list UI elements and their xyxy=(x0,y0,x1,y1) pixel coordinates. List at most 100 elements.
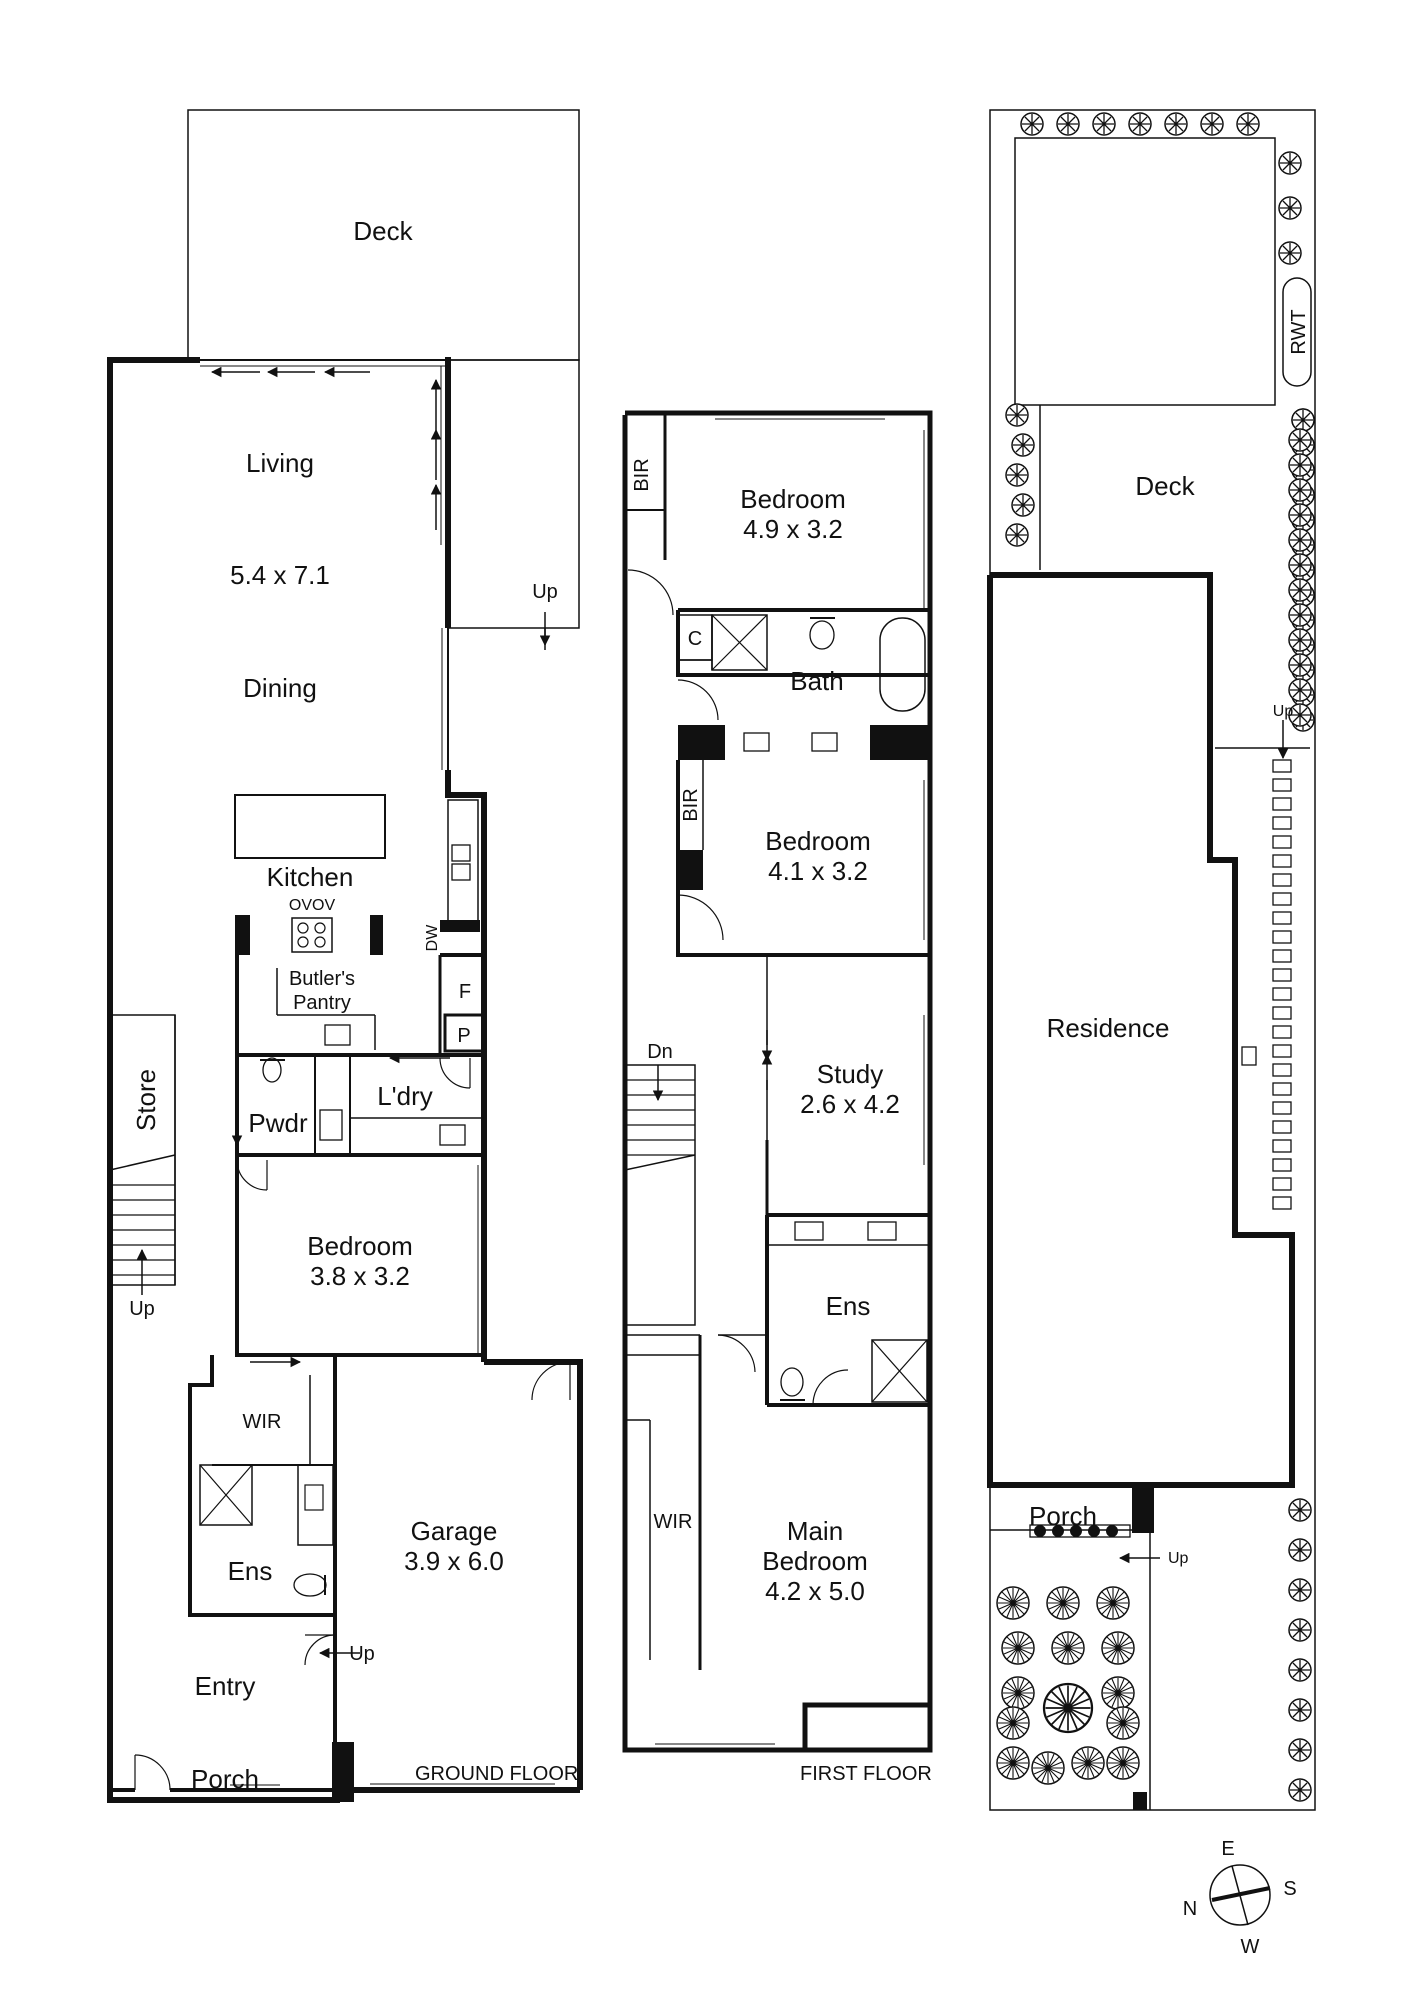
study-dims: 2.6 x 4.2 xyxy=(800,1089,900,1119)
first-bir2-label: BIR xyxy=(680,788,702,821)
large-tree-icon xyxy=(1042,1682,1094,1734)
site-boundary xyxy=(989,109,1316,1811)
paver-step xyxy=(1272,930,1292,944)
shrub-icon xyxy=(1001,1631,1035,1665)
site-porch-label: Porch xyxy=(1029,1501,1097,1531)
paver-step xyxy=(1272,1139,1292,1153)
paver-step xyxy=(1272,1177,1292,1191)
shrub-icon xyxy=(1106,1706,1140,1740)
entry-up-label: Up xyxy=(349,1643,375,1665)
powder-label: Pwdr xyxy=(248,1108,308,1138)
paver-step xyxy=(1272,816,1292,830)
tree-icon xyxy=(1288,1658,1312,1682)
porch-bollard-icon xyxy=(1052,1525,1064,1537)
tree-icon xyxy=(1288,1498,1312,1522)
shrub-icon xyxy=(996,1706,1030,1740)
compass-south: S xyxy=(1283,1878,1296,1900)
ground-deck-label: Deck xyxy=(353,216,413,246)
ground-wir-label: WIR xyxy=(243,1411,282,1433)
shrub-icon xyxy=(1051,1631,1085,1665)
paver-step xyxy=(1272,797,1292,811)
tree-icon xyxy=(1288,1698,1312,1722)
living-label: Living xyxy=(246,448,314,478)
paver-step xyxy=(1272,1063,1292,1077)
tree-icon xyxy=(1288,578,1312,602)
site-vegetation xyxy=(996,112,1315,1802)
tree-icon xyxy=(1011,433,1035,457)
paver-step xyxy=(1272,1120,1292,1134)
tree-icon xyxy=(1288,653,1312,677)
ground-floor-plan xyxy=(107,109,583,1803)
tree-icon xyxy=(1288,528,1312,552)
porch-bollard-icon xyxy=(1070,1525,1082,1537)
paver-step xyxy=(1272,1006,1292,1020)
study-label: Study xyxy=(817,1059,884,1089)
paver-step xyxy=(1272,968,1292,982)
first-wir-label: WIR xyxy=(654,1511,693,1533)
compass-icon xyxy=(1209,1864,1271,1926)
shrub-icon xyxy=(1096,1586,1130,1620)
dining-label: Dining xyxy=(243,673,317,703)
paver-step xyxy=(1272,854,1292,868)
residence-outline xyxy=(987,572,1295,1488)
first-floor-caption: FIRST FLOOR xyxy=(800,1763,932,1785)
stairs-up-label: Up xyxy=(129,1298,155,1320)
tree-icon xyxy=(1092,112,1116,136)
first-bedroom1-label: Bedroom xyxy=(740,484,846,514)
tree-icon xyxy=(1200,112,1224,136)
paver-step xyxy=(1272,892,1292,906)
tree-icon xyxy=(1128,112,1152,136)
first-bedroom2-label: Bedroom xyxy=(765,826,871,856)
main-bedroom-label-1: Main xyxy=(787,1516,843,1546)
porch-bollard-icon xyxy=(1088,1525,1100,1537)
tree-icon xyxy=(1288,628,1312,652)
bath-label: Bath xyxy=(790,666,844,696)
tree-icon xyxy=(1288,1738,1312,1762)
tree-icon xyxy=(1288,1778,1312,1802)
site-upper-deck xyxy=(1014,137,1276,406)
garage-label: Garage xyxy=(411,1516,498,1546)
pantry-label: P xyxy=(457,1025,470,1047)
shrub-icon xyxy=(1101,1631,1135,1665)
site-deck-up-label: Up xyxy=(1273,703,1294,720)
tree-icon xyxy=(1278,196,1302,220)
linen-cupboard-label: C xyxy=(688,628,702,650)
tree-icon xyxy=(1236,112,1260,136)
living-dims: 5.4 x 7.1 xyxy=(230,560,330,590)
tree-icon xyxy=(1288,428,1312,452)
residence-label: Residence xyxy=(1047,1013,1170,1043)
first-ens-label: Ens xyxy=(826,1291,871,1321)
paver-step xyxy=(1272,1158,1292,1172)
butlers-pantry-label-1: Butler's xyxy=(289,968,355,990)
tree-icon xyxy=(1005,403,1029,427)
paver-step xyxy=(1272,873,1292,887)
ground-ens-label: Ens xyxy=(228,1556,273,1586)
paver-step xyxy=(1272,835,1292,849)
entry-label: Entry xyxy=(195,1671,256,1701)
paver-step xyxy=(1272,911,1292,925)
tree-icon xyxy=(1288,503,1312,527)
tree-icon xyxy=(1005,463,1029,487)
ground-floor-caption: GROUND FLOOR xyxy=(415,1763,578,1785)
tree-icon xyxy=(1005,523,1029,547)
shrub-icon xyxy=(1001,1676,1035,1710)
garage-dims: 3.9 x 6.0 xyxy=(404,1546,504,1576)
tree-icon xyxy=(1288,453,1312,477)
shrub-icon xyxy=(996,1746,1030,1780)
tree-icon xyxy=(1288,603,1312,627)
shrub-icon xyxy=(1071,1746,1105,1780)
tree-icon xyxy=(1288,1578,1312,1602)
paver-step xyxy=(1272,1101,1292,1115)
compass-north: N xyxy=(1183,1898,1197,1920)
porch-bollard-icon xyxy=(1034,1525,1046,1537)
tree-icon xyxy=(1056,112,1080,136)
first-bedroom1-dims: 4.9 x 3.2 xyxy=(743,514,843,544)
tree-icon xyxy=(1288,553,1312,577)
shrub-icon xyxy=(1046,1586,1080,1620)
kitchen-island xyxy=(234,794,386,859)
oven-label: OVOV xyxy=(289,897,336,914)
fridge-label: F xyxy=(459,981,471,1003)
stairs-down-label: Dn xyxy=(647,1041,673,1063)
tree-icon xyxy=(1278,151,1302,175)
